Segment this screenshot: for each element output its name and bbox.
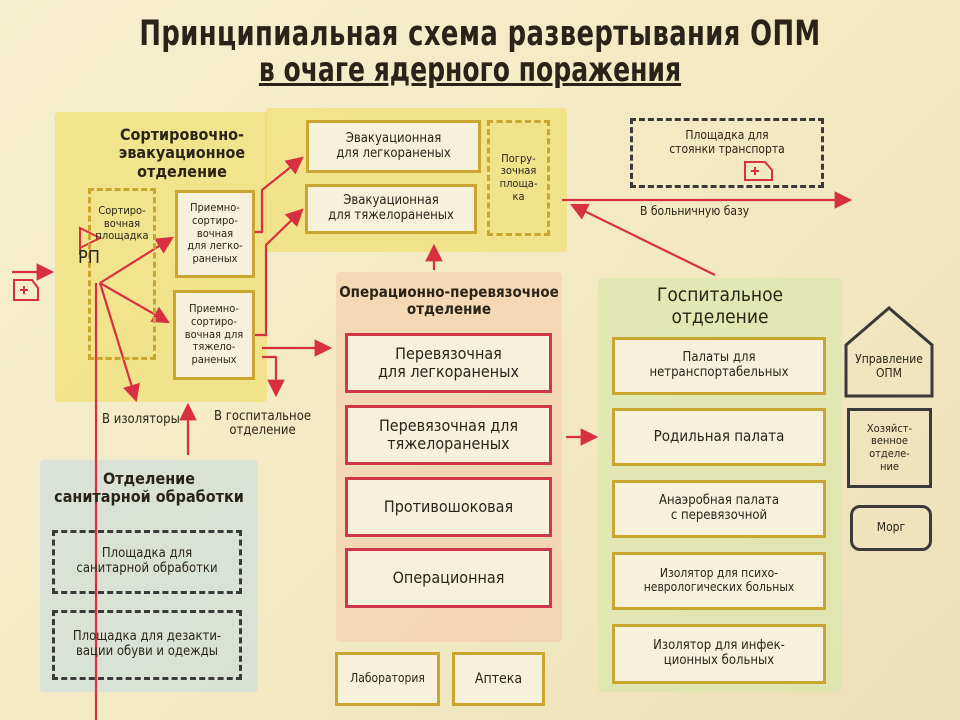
sanitation-zone (40, 460, 258, 692)
evac-light-box: Эвакуационная для легкораненых (306, 120, 481, 173)
management-label: Управление ОПМ (855, 352, 923, 380)
hospital-room: Изолятор для психо- неврологических боль… (612, 552, 826, 610)
loading-area-box: Погру- зочная площа- ка (487, 120, 550, 236)
hospital-room: Изолятор для инфек- ционных больных (612, 624, 826, 684)
hospital-section-title: Госпитальное отделение (656, 284, 784, 328)
ambulance-parking-icon (744, 161, 773, 181)
poster-title-line1: Принципиальная схема развертывания ОПМ (139, 14, 821, 54)
sorting-section-title: Сортировочно-эвакуационное отделение (118, 125, 246, 181)
rp-label: РП (78, 247, 100, 268)
transport-parking-box: Площадка для стоянки транспорта (630, 118, 824, 188)
operating-section-title: Операционно-перевязочное отделение (339, 283, 559, 319)
antishock-room: Противошоковая (345, 477, 552, 537)
management-house-outline (844, 306, 934, 398)
reception-light-box: Приемно- сортиро- вочная для легко- ране… (175, 190, 255, 278)
morgue-box: Морг (850, 505, 932, 551)
poster-title-line2: в очаге ядерного поражения (258, 50, 682, 90)
pharmacy-box: Аптека (452, 652, 545, 706)
deactivation-area-box: Площадка для дезакти- вации обуви и одеж… (52, 610, 242, 680)
hospital-room: Родильная палата (612, 408, 826, 466)
sorting-area-box: Сортиро- вочная площадка (88, 188, 156, 360)
household-box: Хозяйст- венное отделе- ние (847, 408, 932, 488)
laboratory-box: Лаборатория (335, 652, 440, 706)
evac-heavy-box: Эвакуационная для тяжелораненых (305, 184, 477, 234)
hospital-room: Палаты для нетранспортабельных (612, 337, 826, 395)
hospital-room: Анаэробная палата с перевязочной (612, 480, 826, 538)
dressing-heavy-room: Перевязочная для тяжелораненых (345, 405, 552, 465)
sanitation-section-title: Отделение санитарной обработки (54, 469, 244, 507)
dressing-light-room: Перевязочная для легкораненых (345, 333, 552, 393)
ambulance-icon (13, 279, 39, 301)
to-isolators-label: В изоляторы (102, 412, 180, 427)
operating-room: Операционная (345, 548, 552, 608)
sanitation-area-box: Площадка для санитарной обработки (52, 530, 242, 594)
to-hospital-base-label: В больничную базу (640, 204, 750, 218)
to-hospital-dept-label: В госпитальное отделение (214, 409, 312, 439)
reception-heavy-box: Приемно- сортиро- вочная для тяжело- ран… (173, 290, 255, 380)
